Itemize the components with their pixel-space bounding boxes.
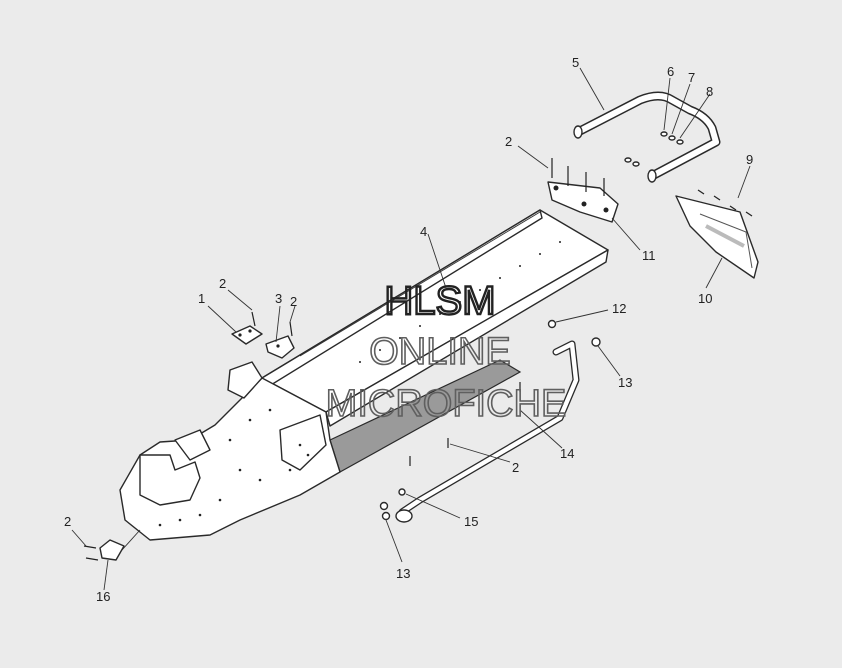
callout-10: 10 <box>698 291 712 306</box>
leader-lines <box>71 67 751 591</box>
front-frame <box>119 361 341 551</box>
callout-12: 12 <box>612 301 626 316</box>
rear-bracket-11 <box>547 158 619 223</box>
watermark: HLSM ONLINE MICROFICHE <box>325 278 567 426</box>
tunnel-assembly <box>261 209 609 473</box>
fasteners-2-front <box>83 545 99 561</box>
callout-9: 9 <box>746 152 753 167</box>
callout-2b: 2 <box>290 294 297 309</box>
callout-labels: 1 2 3 2 4 5 6 7 8 2 9 10 11 12 13 14 2 1… <box>64 55 753 604</box>
callout-7: 7 <box>688 70 695 85</box>
watermark-line-1: HLSM <box>384 279 495 323</box>
brace-hardware-12-13-15 <box>379 319 601 521</box>
watermark-line-2: ONLINE <box>369 331 510 373</box>
callout-2e: 2 <box>64 514 71 529</box>
callout-5: 5 <box>572 55 579 70</box>
running-board-brace-14 <box>395 340 580 523</box>
callout-14: 14 <box>560 446 574 461</box>
callout-8: 8 <box>706 84 713 99</box>
callout-13a: 13 <box>618 375 632 390</box>
callout-1: 1 <box>198 291 205 306</box>
callout-2a: 2 <box>219 276 226 291</box>
callout-13b: 13 <box>396 566 410 581</box>
callout-6: 6 <box>667 64 674 79</box>
rear-bumper <box>573 91 721 183</box>
bracket-3 <box>265 335 295 359</box>
callout-16: 16 <box>96 589 110 604</box>
callout-4: 4 <box>420 224 427 239</box>
bumper-hardware-6-7-8 <box>624 131 684 167</box>
bracket-1 <box>231 325 263 345</box>
callout-11: 11 <box>642 248 656 263</box>
hitch-16 <box>99 539 125 561</box>
watermark-line-3: MICROFICHE <box>326 383 567 425</box>
callout-3: 3 <box>275 291 282 306</box>
flap-fasteners-9 <box>697 189 753 217</box>
callout-15: 15 <box>464 514 478 529</box>
fasteners-2-upper <box>251 311 293 337</box>
snow-flap-10 <box>675 195 759 279</box>
callout-2c: 2 <box>505 134 512 149</box>
callout-2d: 2 <box>512 460 519 475</box>
